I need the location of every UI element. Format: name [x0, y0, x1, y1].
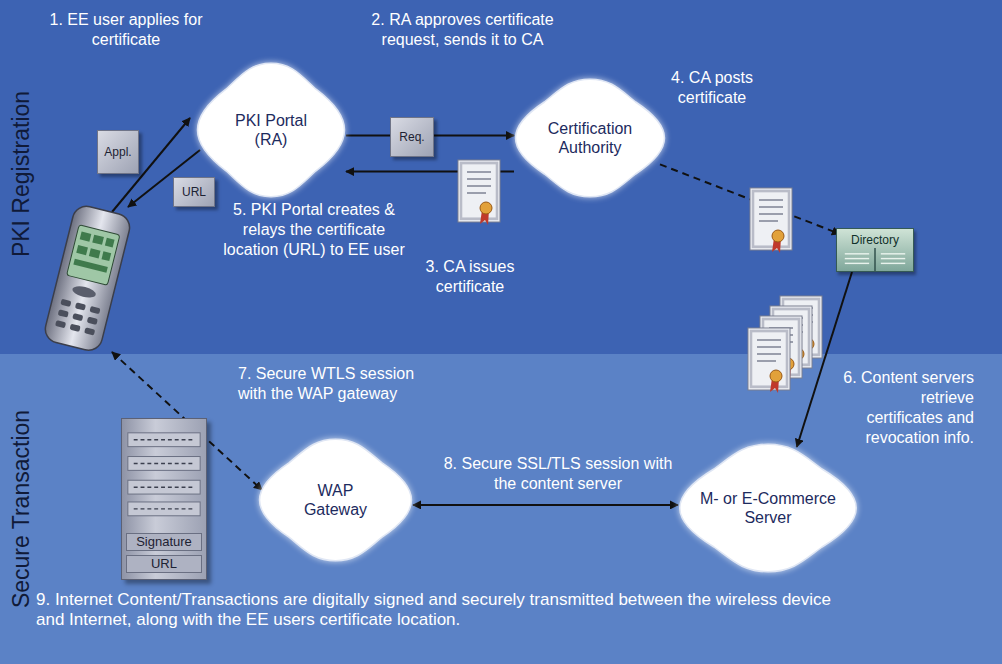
drawing-part [70, 324, 81, 332]
drawing-part [134, 508, 195, 509]
drawing-part [60, 299, 71, 307]
drawing-part [845, 263, 869, 264]
drawing-part [72, 313, 83, 321]
signed-document: SignatureURL [121, 418, 207, 580]
drawing-part [881, 253, 905, 254]
drawing-part [55, 320, 66, 328]
drawing-part [42, 203, 132, 353]
authority-cloud: Certification Authority [514, 78, 666, 198]
cloud-shape [260, 439, 412, 561]
certificate-stack [748, 296, 822, 393]
icon-text: Directory [851, 233, 899, 247]
document-icon: Req. [390, 117, 434, 157]
section-label: PKI Registration [8, 91, 34, 257]
section-label: Secure Transaction [8, 410, 34, 608]
step-text: 1. EE user applies for certificate [46, 10, 206, 50]
document-icon: URL [173, 177, 215, 207]
certificate-icon [750, 188, 792, 253]
mobile-phone [42, 203, 132, 353]
server-cloud: M- or E-Commerce Server [678, 443, 858, 573]
drawing-part [881, 258, 905, 259]
drawing-part [102, 251, 112, 261]
node-title: Certification Authority [534, 119, 646, 157]
step-text: 7. Secure WTLS session with the WAP gate… [238, 364, 443, 404]
drawing-part [748, 328, 790, 393]
registration-band [0, 0, 1002, 354]
step-text: 5. PKI Portal creates & relays the certi… [218, 200, 410, 260]
drawing-part [128, 502, 200, 516]
icon-text: Req. [399, 130, 424, 144]
transaction-band [0, 354, 1002, 664]
step-text: 3. CA issues certificate [400, 257, 540, 297]
node-title: PKI Portal (RA) [225, 111, 317, 149]
drawing-part [80, 231, 92, 241]
node-title: WAP Gateway [296, 481, 376, 519]
portal-cloud: PKI Portal (RA) [196, 62, 346, 198]
drawing-part [71, 284, 97, 300]
drawing-part [845, 258, 869, 259]
drawing-part [55, 299, 101, 336]
cloud-outline [514, 78, 666, 198]
drawing-part [134, 486, 195, 487]
gateway-cloud: WAP Gateway [258, 438, 413, 562]
certificate-icon [458, 160, 500, 225]
drawing-part [134, 439, 195, 440]
drawing-part [128, 480, 200, 494]
icon-text: URL [182, 185, 206, 199]
step-text: 8. Secure SSL/TLS session with the conte… [442, 454, 674, 494]
cloud-outline [678, 443, 858, 573]
flow-arrow [413, 504, 678, 506]
drawing-part [89, 248, 101, 258]
drawing-part [84, 327, 95, 335]
icon-text: Signature [126, 533, 202, 551]
drawing-part [75, 302, 86, 310]
icon-text: URL [126, 555, 202, 573]
icon-text: Appl. [104, 145, 131, 159]
step-text: 4. CA posts certificate [652, 68, 772, 108]
drawing-part [845, 253, 869, 254]
cloud-shape [680, 444, 856, 571]
drawing-part [128, 457, 200, 471]
cloud-outline [196, 62, 346, 198]
drawing-part [76, 245, 88, 255]
step-text: 9. Internet Content/Transactions are dig… [36, 590, 836, 630]
step-text: 6. Content servers retrieve certificates… [842, 368, 974, 448]
drawing-part [73, 259, 107, 273]
document-icon: Appl. [97, 130, 139, 174]
drawing-part [92, 235, 104, 245]
drawing-part [67, 225, 120, 286]
drawing-part [874, 248, 875, 271]
drawing-part [134, 463, 195, 464]
drawing-part [105, 238, 115, 248]
drawing-part [128, 433, 200, 447]
drawing-part [87, 317, 98, 325]
node-title: M- or E-Commerce Server [698, 489, 838, 527]
cloud-shape [516, 79, 665, 197]
step-text: 2. RA approves certificate request, send… [345, 10, 580, 50]
directory-book: Directory [836, 228, 914, 272]
drawing-part [881, 263, 905, 264]
cloud-outline [258, 438, 413, 562]
cloud-shape [198, 63, 345, 196]
drawing-part [58, 309, 69, 317]
drawing-part [89, 306, 100, 314]
